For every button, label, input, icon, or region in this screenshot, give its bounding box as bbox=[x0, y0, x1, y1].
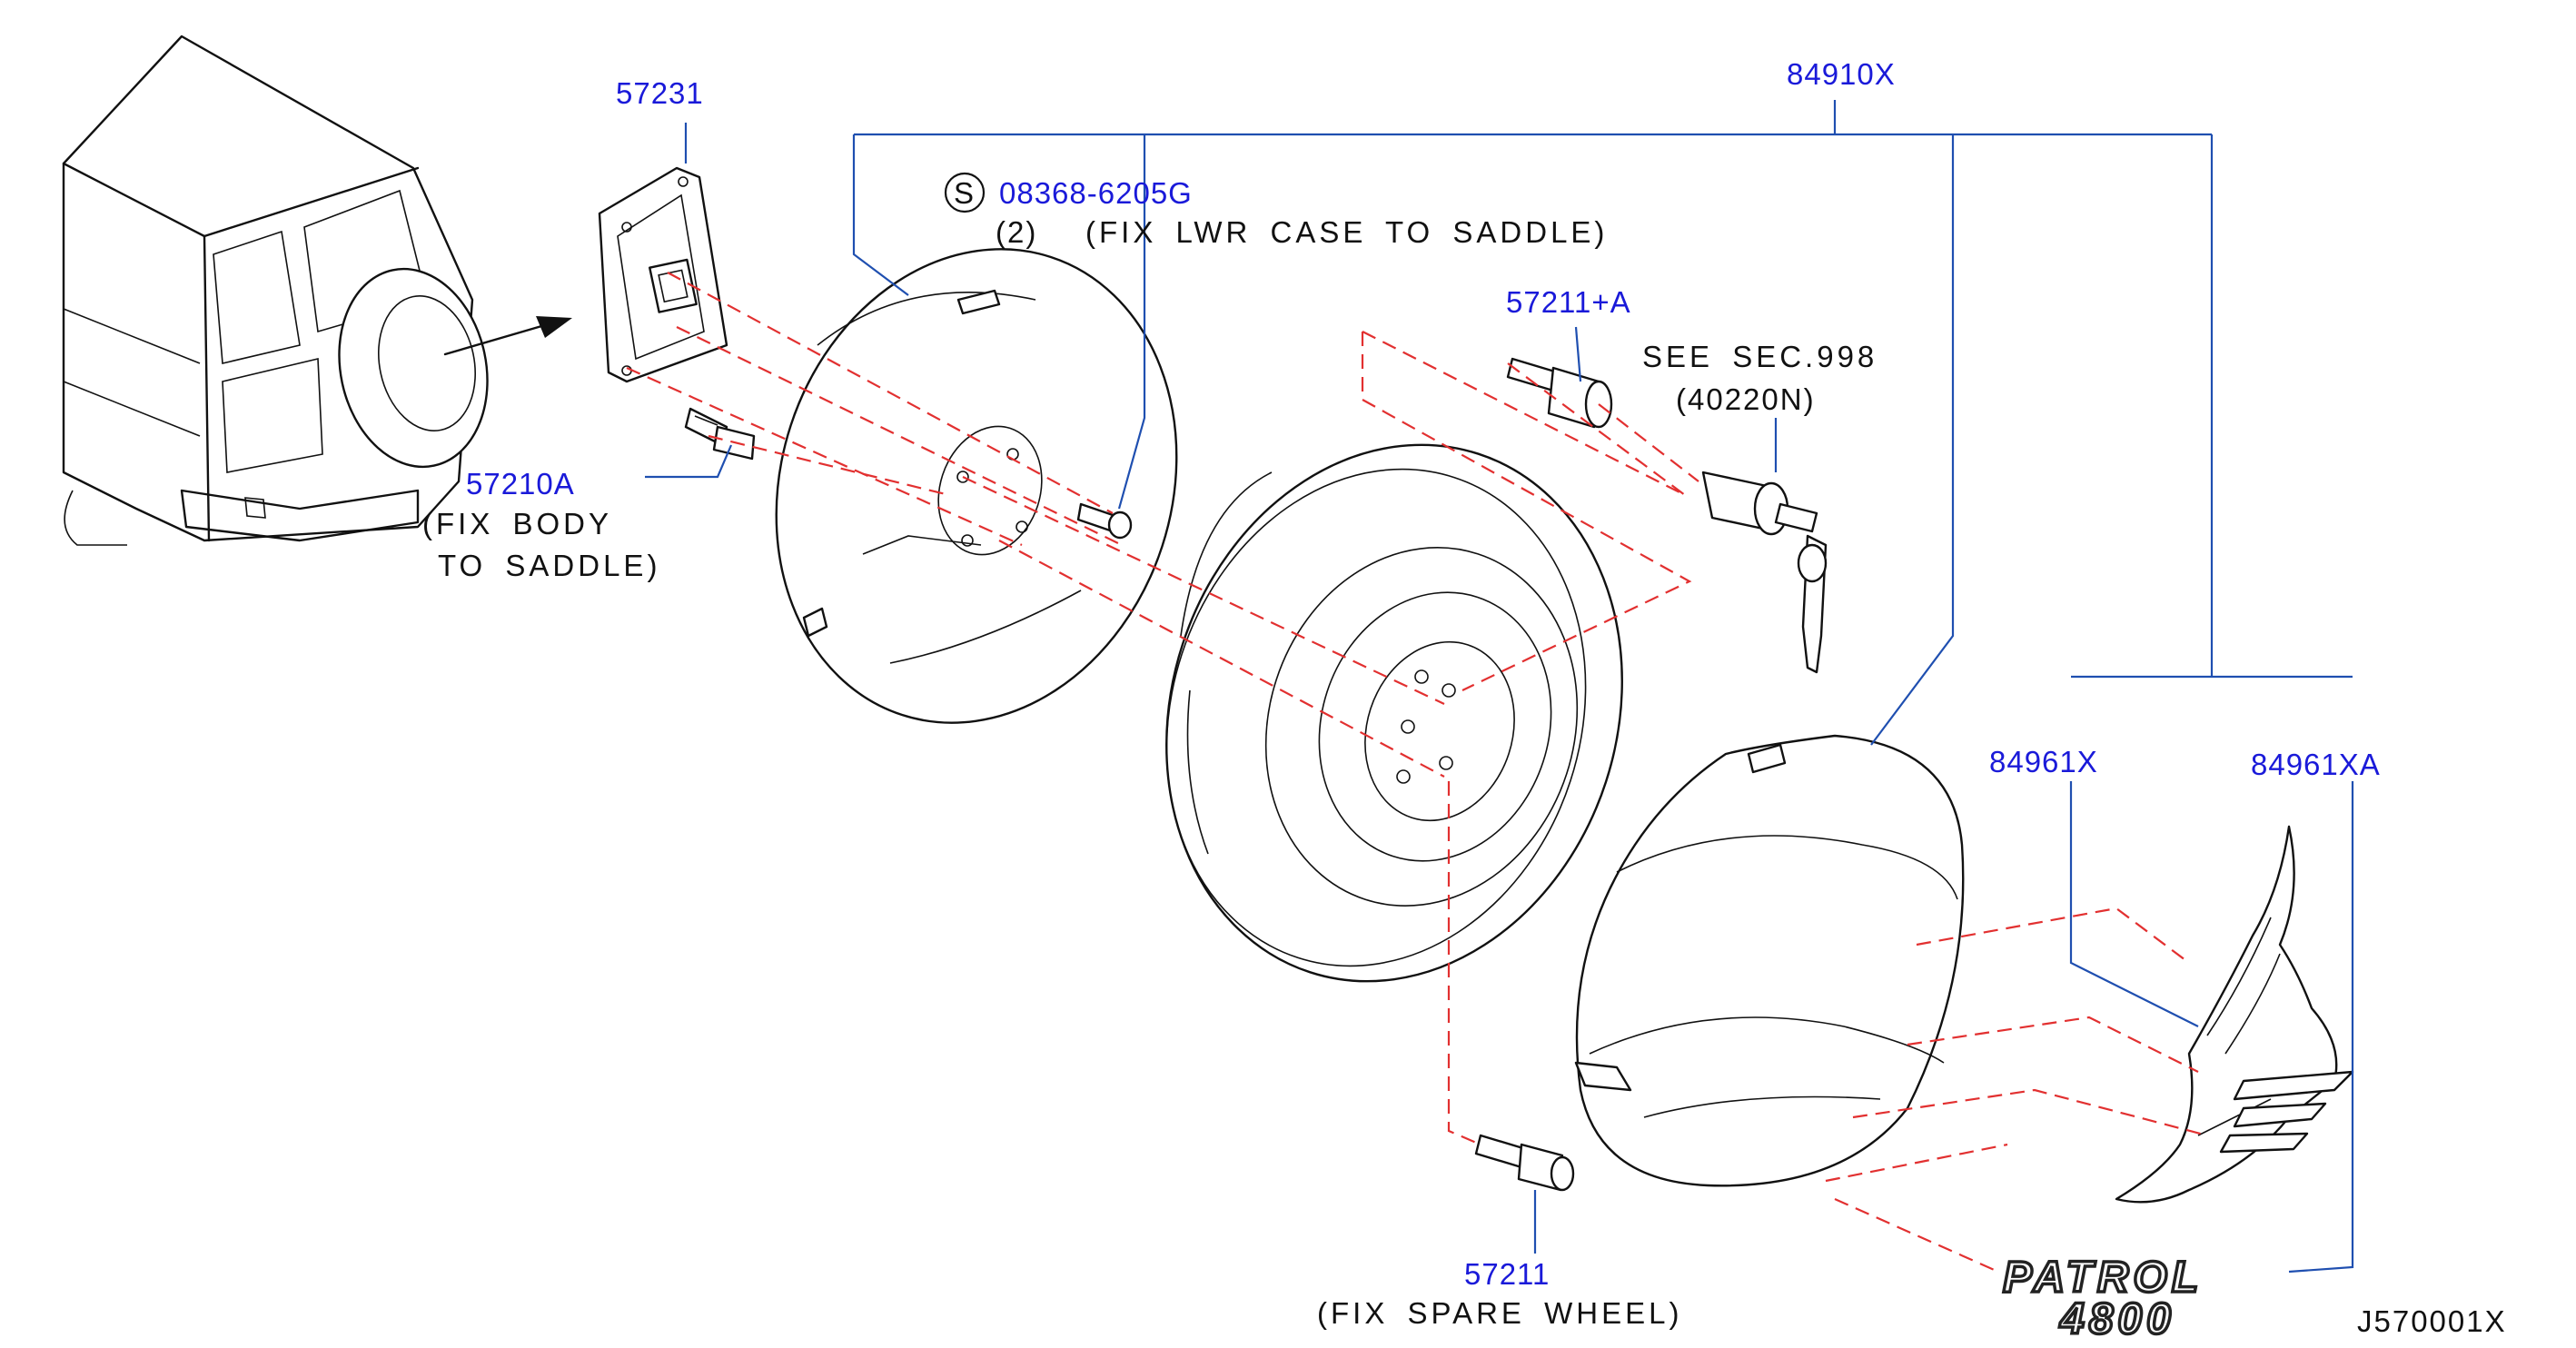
part-number-57211: 57211 bbox=[1464, 1257, 1550, 1291]
part-number-84910x: 84910X bbox=[1787, 57, 1896, 91]
leader-lines bbox=[645, 100, 2354, 1274]
diagram-id: J570001X bbox=[2357, 1304, 2507, 1338]
spare-wheel-tire bbox=[1165, 443, 1623, 983]
part-number-57211a: 57211+A bbox=[1506, 285, 1631, 319]
note-fix-spare-wheel: (FIX SPARE WHEEL) bbox=[1317, 1296, 1682, 1330]
patrol-4800-emblem: PATROL 4800 bbox=[2001, 1252, 2203, 1345]
lock-bolt-57211a bbox=[1506, 357, 1613, 429]
emblem-line1: PATROL bbox=[2003, 1254, 2203, 1302]
note-fix-lwr-case: (FIX LWR CASE TO SADDLE) bbox=[1085, 215, 1608, 249]
phantom-lines bbox=[626, 272, 2208, 1274]
lower-case bbox=[775, 248, 1178, 724]
part-number-57231: 57231 bbox=[616, 76, 704, 110]
bird-emblem bbox=[2115, 825, 2354, 1204]
see-section-note: SEE SEC.998 bbox=[1642, 340, 1878, 373]
see-section-code: (40220N) bbox=[1676, 382, 1816, 416]
vehicle-rear-illustration bbox=[62, 35, 572, 546]
emblem-line2: 4800 bbox=[2059, 1295, 2175, 1343]
s-symbol: S bbox=[954, 176, 976, 210]
part-number-57210a: 57210A bbox=[466, 467, 575, 501]
note-fix-body: (FIX BODY bbox=[422, 507, 612, 540]
bolt-08368 bbox=[1076, 502, 1133, 540]
key-cylinder-illustration bbox=[1701, 471, 1828, 674]
part-number-84961x: 84961X bbox=[1989, 745, 2098, 778]
s-symbol-circle bbox=[944, 172, 986, 213]
bolt-57211 bbox=[1474, 1134, 1575, 1192]
bolt-57210a bbox=[684, 407, 756, 461]
part-number-84961xa: 84961XA bbox=[2251, 748, 2381, 781]
part-number-08368-6205g: 08368-6205G bbox=[999, 176, 1193, 210]
note-to-saddle: TO SADDLE) bbox=[438, 549, 660, 582]
labels: 84910X 57231 S 08368-6205G (2) (FIX LWR … bbox=[422, 57, 2507, 1338]
quantity-08368: (2) bbox=[996, 215, 1037, 249]
spare-tire-cover bbox=[1574, 734, 1965, 1187]
saddle-bracket bbox=[598, 166, 728, 383]
